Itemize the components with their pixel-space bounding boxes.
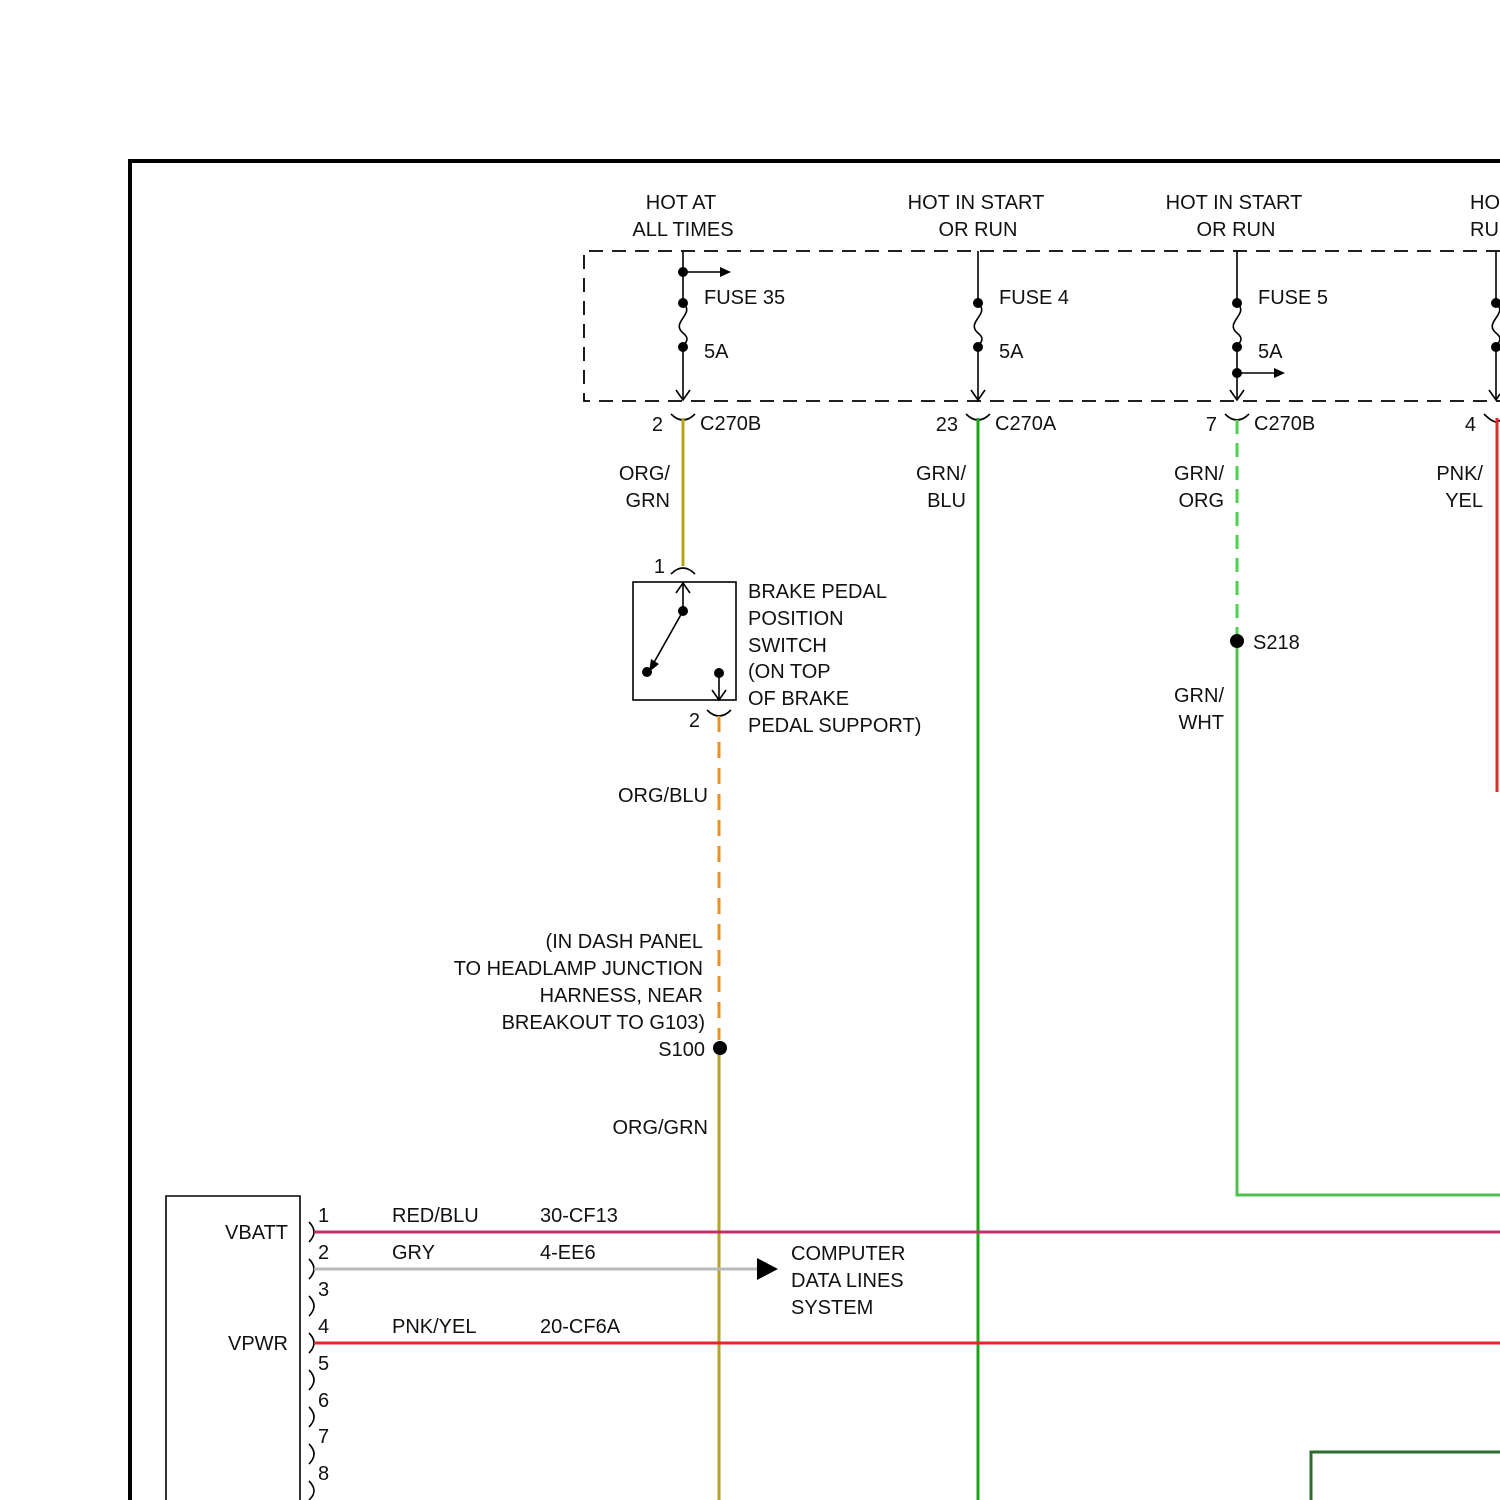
fuse5-name: FUSE 5 [1258, 287, 1328, 309]
power-source-1-line2: ALL TIMES [632, 219, 733, 241]
module-pin-4-bracket [309, 1333, 314, 1353]
fuse5-rating: 5A [1258, 341, 1283, 363]
switch-label-3: SWITCH [748, 635, 827, 657]
data-lines-label-3: SYSTEM [791, 1297, 873, 1319]
fuse35-element [679, 303, 687, 347]
module-pin-2-bracket [309, 1259, 314, 1279]
circuit-3-color: PNK/YEL [392, 1316, 476, 1338]
module-pin-3-bracket [309, 1296, 314, 1316]
module-pin-4: 4 [318, 1316, 329, 1338]
wire-label-pnk-yel-2: YEL [1445, 490, 1483, 512]
switch-pin1-connector [671, 568, 695, 574]
circuit-1-color: RED/BLU [392, 1205, 479, 1227]
power-source-4-line1: HOT IN [1470, 192, 1500, 214]
switch-label-4: (ON TOP [748, 661, 831, 683]
module-pin-7: 7 [318, 1426, 329, 1448]
circuit-3-id: 20-CF6A [540, 1316, 621, 1338]
module-pin-7-bracket [309, 1444, 314, 1464]
power-source-4-line2: RUN [1470, 219, 1500, 241]
wire-label-grn-blu-1: GRN/ [916, 463, 966, 485]
data-lines-label-2: DATA LINES [791, 1270, 904, 1292]
brake-pedal-switch-box [633, 582, 736, 700]
switch-pin2-label: 2 [689, 710, 700, 732]
fuse4-element [974, 303, 982, 347]
power-source-3-line2: OR RUN [1197, 219, 1276, 241]
wire-label-org-blu: ORG/BLU [618, 785, 708, 807]
circuit-2-color: GRY [392, 1242, 435, 1264]
module-vbatt-label: VBATT [225, 1222, 288, 1244]
s100-note-1: (IN DASH PANEL [546, 931, 703, 953]
power-source-2-line2: OR RUN [939, 219, 1018, 241]
connector-c270b-1-name: C270B [700, 413, 761, 435]
data-lines-label-1: COMPUTER [791, 1243, 905, 1265]
connector-c270a-name: C270A [995, 413, 1057, 435]
splice-s218 [1230, 634, 1244, 648]
wire-label-grn-wht-2: WHT [1178, 712, 1224, 734]
switch-pin1-label: 1 [654, 556, 665, 578]
connector-c270b-2-symbol [1225, 414, 1249, 420]
fuse5-branch-arrowhead [1274, 368, 1285, 378]
fuse4-rating: 5A [999, 341, 1024, 363]
module-pin-8: 8 [318, 1463, 329, 1485]
switch-blade [652, 611, 683, 666]
switch-label-2: POSITION [748, 608, 844, 630]
module-pin-3: 3 [318, 1279, 329, 1301]
fuse35-rating: 5A [704, 341, 729, 363]
fuse-partial-element [1492, 303, 1500, 347]
switch-label-1: BRAKE PEDAL [748, 581, 887, 603]
fuse4-name: FUSE 4 [999, 287, 1069, 309]
wire-label-grn-org-2: ORG [1178, 490, 1224, 512]
s100-note-3: HARNESS, NEAR [540, 985, 703, 1007]
splice-s100-label: S100 [658, 1039, 705, 1061]
power-source-1-line1: HOT AT [646, 192, 716, 214]
power-source-3-line1: HOT IN START [1166, 192, 1303, 214]
fuse-partial-down-arrow [1489, 390, 1500, 400]
module-pin-1-bracket [309, 1222, 314, 1242]
module-vpwr-label: VPWR [228, 1333, 288, 1355]
wire-label-org-grn-lower: ORG/GRN [612, 1117, 708, 1139]
connector-c270a-pin: 23 [936, 414, 958, 436]
wire-label-org-grn-1: ORG/ [619, 463, 671, 485]
module-pin-8-bracket [309, 1481, 314, 1500]
connector-c270b-1-pin: 2 [652, 414, 663, 436]
module-pin-5: 5 [318, 1353, 329, 1375]
switch-label-5: OF BRAKE [748, 688, 849, 710]
module-pin-2: 2 [318, 1242, 329, 1264]
wire-grn-wht [1237, 648, 1500, 1195]
fuse35-branch-arrowhead [720, 267, 731, 277]
circuit-1-id: 30-CF13 [540, 1205, 618, 1227]
fuse5-element [1233, 303, 1241, 347]
s100-note-2: TO HEADLAMP JUNCTION [454, 958, 703, 980]
circuit-2-id: 4-EE6 [540, 1242, 596, 1264]
module-pin-6-bracket [309, 1407, 314, 1427]
power-source-2-line1: HOT IN START [908, 192, 1045, 214]
wire-label-grn-org-1: GRN/ [1174, 463, 1224, 485]
wire-label-grn-wht-1: GRN/ [1174, 685, 1224, 707]
data-lines-arrow [757, 1258, 778, 1280]
wire-label-grn-blu-2: BLU [927, 490, 966, 512]
switch-label-6: PEDAL SUPPORT) [748, 715, 921, 737]
splice-s100 [713, 1041, 727, 1055]
connector-c270b-2-pin: 7 [1206, 414, 1217, 436]
wire-label-pnk-yel-1: PNK/ [1436, 463, 1483, 485]
splice-s218-label: S218 [1253, 632, 1300, 654]
connector-c270b-2-name: C270B [1254, 413, 1315, 435]
module-pin-6: 6 [318, 1390, 329, 1412]
s100-note-4: BREAKOUT TO G103) [502, 1012, 705, 1034]
connector-partial-pin: 4 [1465, 414, 1476, 436]
switch-open-contact [642, 667, 652, 677]
partial-module-box [1311, 1452, 1500, 1500]
wire-label-org-grn-2: GRN [626, 490, 670, 512]
module-pin-1: 1 [318, 1205, 329, 1227]
switch-pin2-connector [707, 710, 731, 716]
module-pin-5-bracket [309, 1370, 314, 1390]
fuse35-name: FUSE 35 [704, 287, 785, 309]
